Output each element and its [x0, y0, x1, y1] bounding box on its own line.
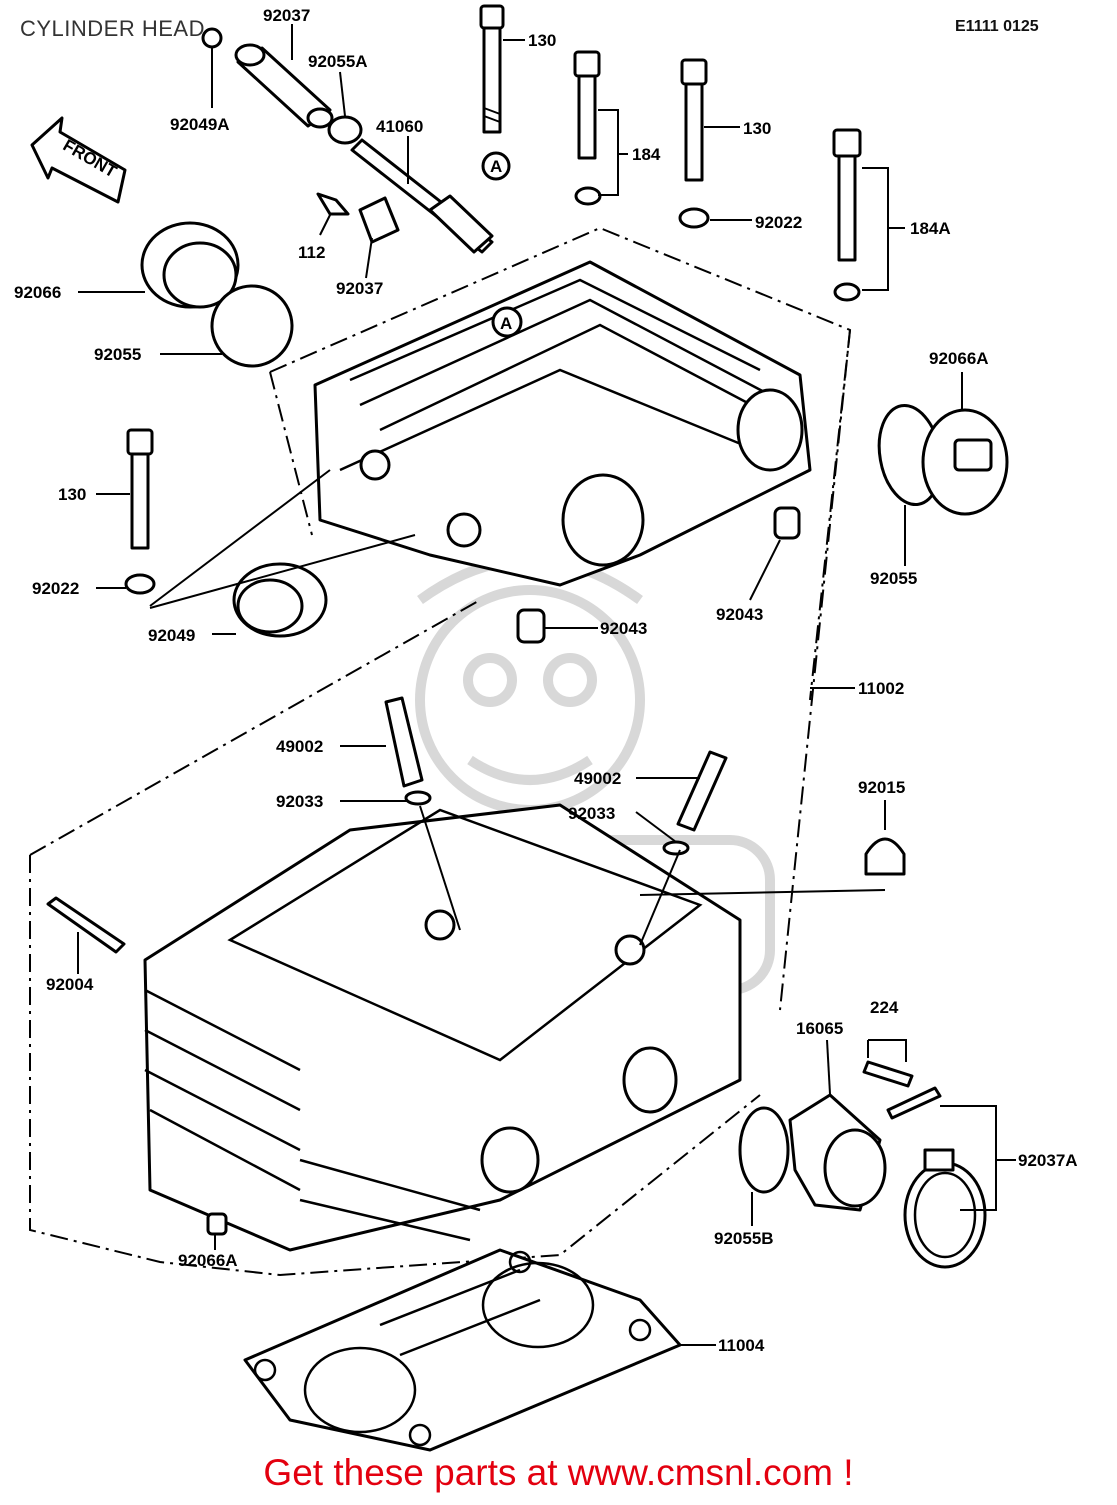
stud-92004 [46, 896, 126, 954]
callout-92055A: 92055A [308, 52, 368, 71]
footer-link[interactable]: Get these parts at www.cmsnl.com ! [263, 1452, 854, 1493]
callout-92004: 92004 [46, 975, 94, 994]
callout-92055-right: 92055 [870, 569, 917, 588]
bolt-224-b [886, 1086, 942, 1120]
callout-16065: 16065 [796, 1019, 843, 1038]
bolt-184A [832, 128, 862, 302]
o-ring-92055A [327, 115, 363, 145]
cap-92066 [140, 221, 240, 309]
leader-lines [77, 24, 1016, 1346]
callout-184: 184 [632, 145, 661, 164]
dowel-92043-center [516, 608, 546, 644]
clamp-92037A [903, 1148, 987, 1269]
intake-holder-16065 [788, 1093, 887, 1212]
cap-nut-92015 [864, 837, 906, 876]
cap-92049 [232, 562, 328, 638]
callout-92066A-bottom: 92066A [178, 1251, 238, 1270]
bolt-130-mid [678, 58, 710, 229]
callout-112: 112 [298, 243, 325, 262]
cap-92066A-right [921, 408, 1009, 516]
screw-112 [316, 192, 350, 216]
tachometer-shaft-41060 [350, 138, 494, 254]
bolt-marker-a-label: A [490, 157, 502, 176]
callout-92055-left: 92055 [94, 345, 141, 364]
diagram-title: CYLINDER HEAD [20, 16, 205, 41]
callout-92066A-right: 92066A [929, 349, 989, 368]
callout-labels: 92037 92055A 92049A 41060 130 184 130 92… [14, 6, 1078, 1355]
callout-92055B: 92055B [714, 1229, 774, 1248]
callout-92022-top: 92022 [755, 213, 802, 232]
callout-92043-right: 92043 [716, 605, 763, 624]
bolt-marker-a [481, 151, 511, 181]
o-ring-92055B [738, 1106, 790, 1194]
cylinder-head-11001 [143, 803, 742, 1252]
callout-224: 224 [870, 998, 899, 1017]
front-arrow-icon: FRONT [30, 116, 127, 204]
callout-92043-center: 92043 [600, 619, 647, 638]
plug-92066A-bottom [206, 1212, 228, 1236]
callout-11002: 11002 [858, 679, 904, 698]
callout-184A: 184A [910, 219, 951, 238]
cylinder-head-cover-11002: A [313, 260, 812, 587]
callout-92033-left: 92033 [276, 792, 323, 811]
callout-92066: 92066 [14, 283, 61, 302]
callout-92022-left: 92022 [32, 579, 79, 598]
bolt-130-left [124, 428, 156, 595]
callout-92049: 92049 [148, 626, 195, 645]
clamp-92037 [358, 196, 400, 244]
callout-130-top: 130 [528, 31, 556, 50]
breather-tube-92037 [234, 43, 334, 129]
callout-130-left: 130 [58, 485, 86, 504]
valve-guide-49002-left [384, 696, 432, 806]
assembly-outline [29, 226, 852, 1277]
callout-92037A: 92037A [1018, 1151, 1078, 1170]
bolt-224 [862, 1060, 914, 1088]
bolt-130-top [479, 4, 505, 134]
o-ring-92055-left [210, 284, 294, 368]
callout-41060: 41060 [376, 117, 423, 136]
dowel-92043-right [773, 506, 801, 540]
callout-92049A: 92049A [170, 115, 230, 134]
cover-marker-a: A [500, 314, 512, 333]
callout-92037-mid: 92037 [336, 279, 383, 298]
plug-92049A [201, 27, 223, 49]
callout-92033-right: 92033 [568, 804, 615, 823]
callout-49002-right: 49002 [574, 769, 621, 788]
callout-92037-top: 92037 [263, 6, 310, 25]
diagram-code: E1111 0125 [955, 18, 1039, 35]
callout-11004: 11004 [718, 1336, 765, 1355]
callout-130-mid: 130 [743, 119, 771, 138]
bolt-184 [573, 50, 602, 206]
callout-92015: 92015 [858, 778, 905, 797]
callout-49002-left: 49002 [276, 737, 323, 756]
head-gasket-11004 [243, 1248, 682, 1452]
